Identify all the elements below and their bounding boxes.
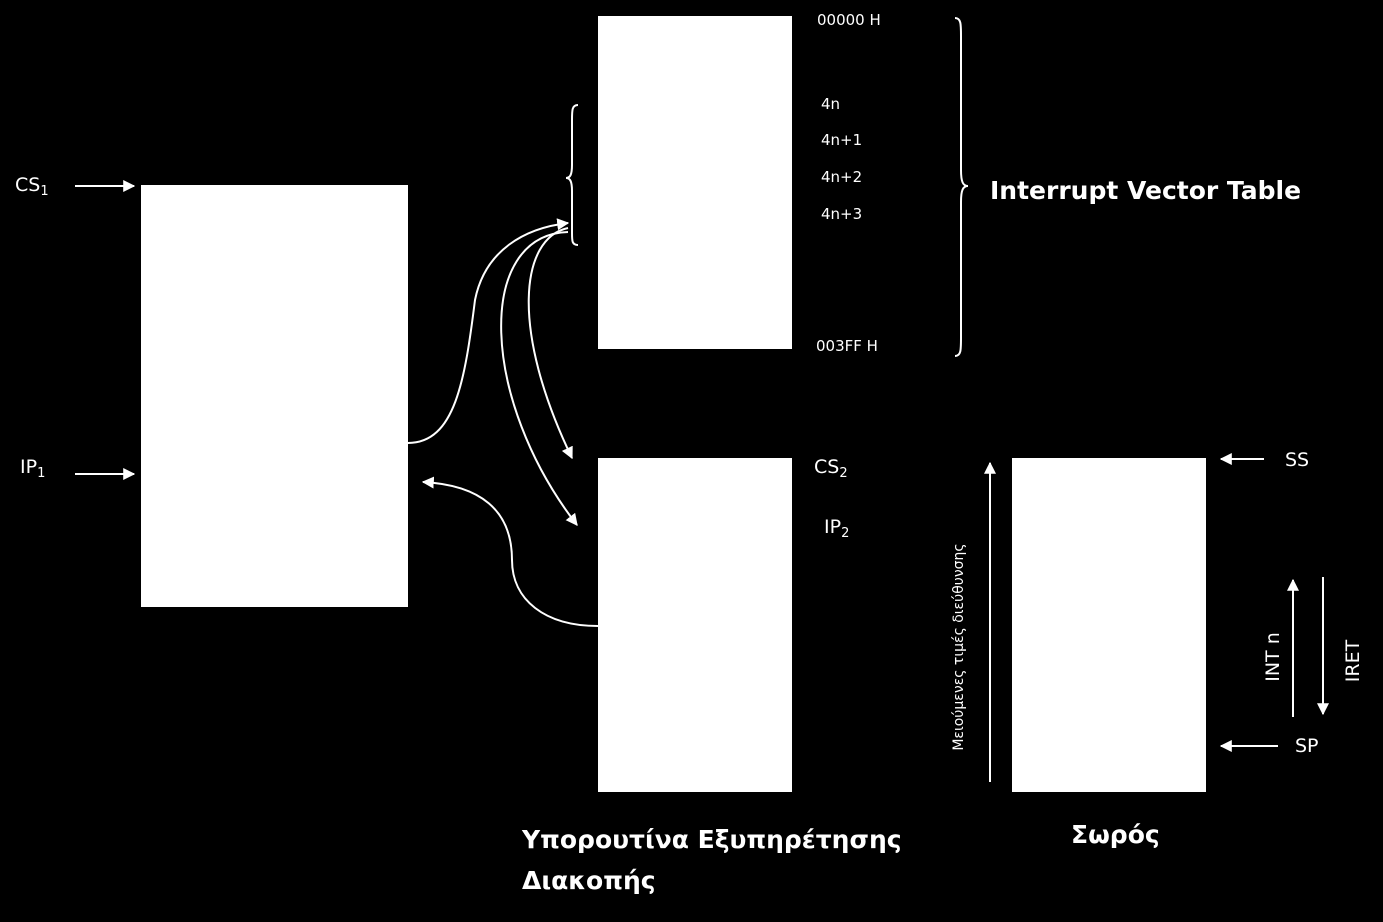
address-4n2-label: 4n+2 xyxy=(821,168,863,186)
ivt-title: Interrupt Vector Table xyxy=(990,176,1302,205)
ivt-to-cs2-arrow xyxy=(527,227,573,460)
cs2-label: CS2 xyxy=(814,456,848,481)
decreasing-address-label: Μειούμενες τιμές διεύθυνσης xyxy=(951,543,967,751)
ss-label: SS xyxy=(1285,449,1310,471)
ip1-label: IP1 xyxy=(20,456,46,481)
isr-title-line2: Διακοπής xyxy=(522,866,656,895)
ivt-brace xyxy=(954,17,969,357)
isr-return-arrow xyxy=(421,476,599,627)
vector-entry-brace xyxy=(565,104,579,246)
isr-title-line1: Υπορουτίνα Εξυπηρέτησης xyxy=(522,825,902,854)
main-program-box xyxy=(141,185,408,607)
ivt-to-ip2-arrow xyxy=(500,231,578,526)
program-to-ivt-arrow xyxy=(407,218,570,444)
address-end-label: 003FF H xyxy=(816,337,878,355)
iret-label: IRET xyxy=(1342,639,1364,683)
cs1-label: CS1 xyxy=(15,174,49,199)
address-4n3-label: 4n+3 xyxy=(821,205,863,223)
int-n-label: INT n xyxy=(1262,632,1284,682)
interrupt-vector-table-box xyxy=(598,16,792,349)
stack-title: Σωρός xyxy=(1071,820,1160,849)
address-4n-label: 4n xyxy=(821,95,841,113)
stack-box xyxy=(1012,458,1206,792)
address-4n1-label: 4n+1 xyxy=(821,131,863,149)
sp-label: SP xyxy=(1295,735,1319,757)
address-start-label: 00000 H xyxy=(817,11,881,29)
ip2-label: IP2 xyxy=(824,516,850,541)
isr-box xyxy=(598,458,792,792)
